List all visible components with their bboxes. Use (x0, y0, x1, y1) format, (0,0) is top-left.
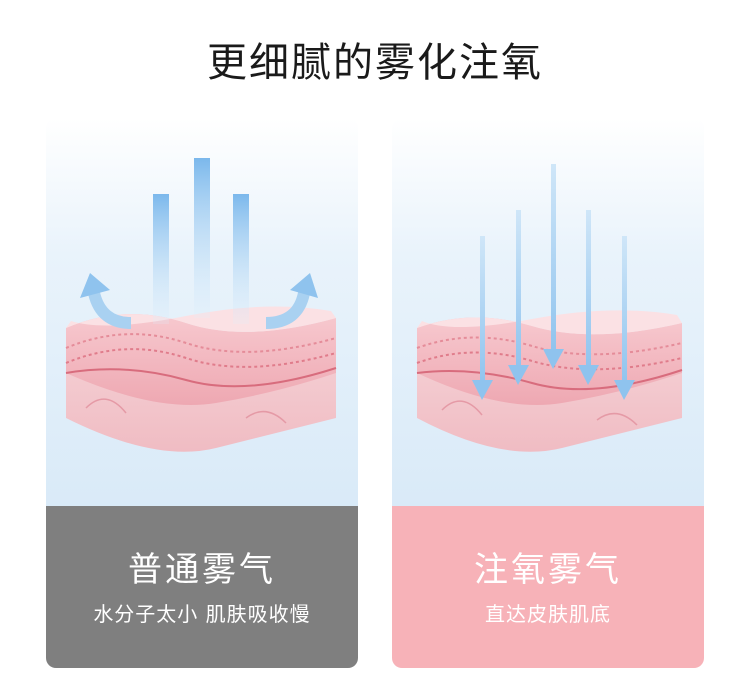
oxygen-mist-illustration (392, 118, 704, 508)
oxygen-mist-card: 注氧雾气 直达皮肤肌底 (392, 118, 704, 668)
skin-layer-left (65, 306, 337, 452)
mist-arrows-down (472, 164, 635, 400)
skin-layer-right (416, 310, 683, 452)
page-title: 更细腻的雾化注氧 (207, 40, 543, 86)
oxygen-mist-subtitle: 直达皮肤肌底 (485, 602, 611, 626)
mist-arrows-up (80, 158, 318, 329)
normal-mist-panel: 普通雾气 水分子太小 肌肤吸收慢 (46, 506, 358, 668)
normal-mist-subtitle: 水分子太小 肌肤吸收慢 (93, 602, 311, 626)
oxygen-mist-panel: 注氧雾气 直达皮肤肌底 (392, 506, 704, 668)
normal-mist-card: 普通雾气 水分子太小 肌肤吸收慢 (46, 118, 358, 668)
oxygen-mist-title: 注氧雾气 (474, 550, 622, 590)
normal-mist-illustration (46, 118, 358, 508)
normal-mist-title: 普通雾气 (128, 550, 276, 590)
